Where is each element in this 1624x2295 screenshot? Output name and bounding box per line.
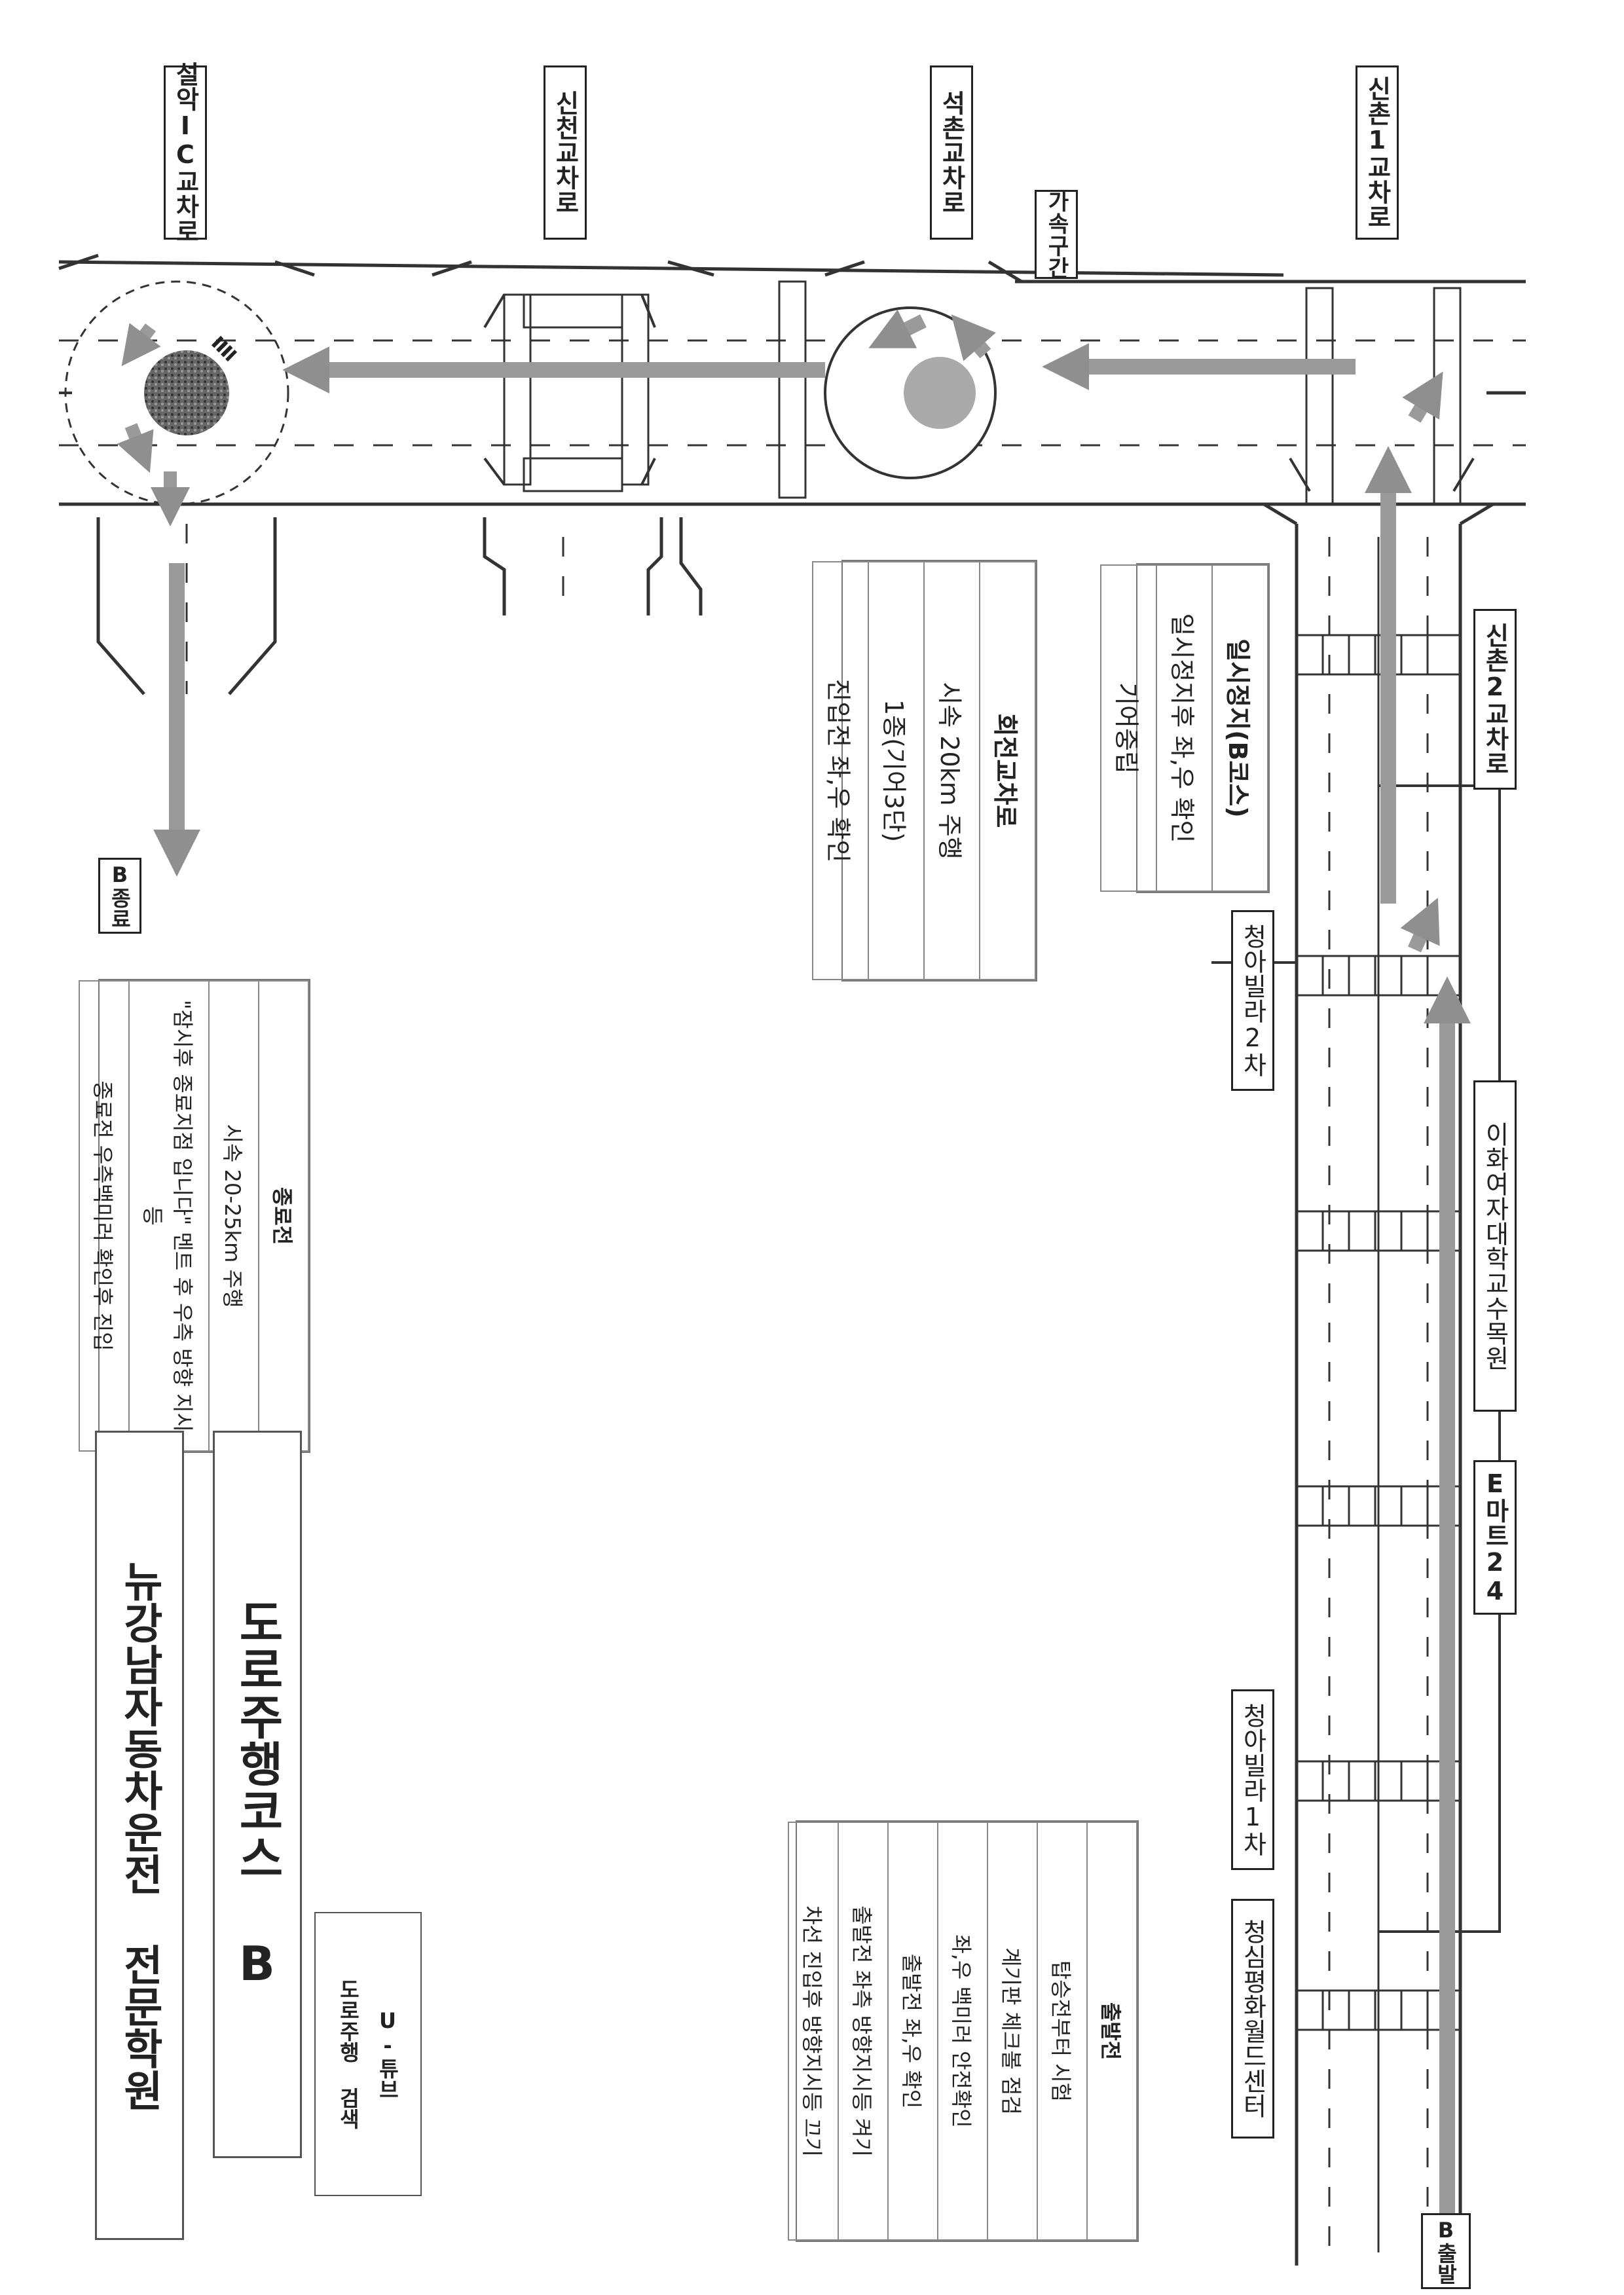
label-seokchon: 석촌교차로 [930, 65, 973, 240]
note-before-start-line2: 계기판 체크볼 점검 [987, 1822, 1037, 2240]
label-cheonga1: 청아빌라1차 [1231, 1689, 1274, 1870]
label-start: B출발 [1421, 2213, 1471, 2289]
label-seorak: 설악IC교차로 [164, 62, 207, 244]
label-ewha: 이화여자대학교수목원 [1473, 1080, 1517, 1412]
checker-arrow-icon [211, 335, 238, 362]
roundabout-seorak [64, 280, 289, 505]
note-stop-line1: 일시정지후 좌,우 확인 [1156, 565, 1212, 891]
label-sinchon1: 신촌1교차로 [1356, 65, 1399, 240]
note-rotary-line1: 시속 20km 주행 [924, 562, 980, 980]
note-rotary-line3: 진입전 좌,우 확인 [813, 562, 868, 980]
label-emart: E마트24 [1473, 1460, 1517, 1615]
note-before-start-line3: 좌,우 백미러 안전확인 [938, 1822, 987, 2240]
title-academy: 뉴강남자동차운전 전문학원 [115, 1560, 164, 2111]
label-cheonga2: 청아빌라2차 [1231, 910, 1274, 1091]
note-stop-line2: 기어중립 [1101, 565, 1156, 891]
note-rotary: 회전교차로 시속 20km 주행 1종(기어3단) 진입전 좌,우 확인 [813, 560, 1037, 982]
note-before-start: 출발전 탑승전부터 시험 계기판 체크볼 점검 좌,우 백미러 안전확인 출발전… [788, 1820, 1139, 2242]
label-sincheon: 신천교차로 [544, 65, 587, 240]
note-before-start-line5: 출발전 좌측 방향지시등 켜기 [838, 1822, 888, 2240]
note-before-end-line3: 종료전 우측백미러 확인후 진입 [79, 981, 129, 1451]
label-cheongsim: 청심평화월드센터 [1231, 1899, 1274, 2139]
horizontal-road [58, 253, 1526, 506]
label-accel: 가속구간 [1035, 190, 1078, 279]
youtube-line1: U-튜브 [375, 2008, 400, 2100]
crosswalks-vertical [1295, 634, 1462, 2031]
title-course-box: 도로주행코스 B [213, 1431, 302, 2158]
note-before-end-line1: 시속 20-25km 주행 [209, 981, 259, 1451]
title-academy-box: 뉴강남자동차운전 전문학원 [95, 1431, 184, 2240]
note-before-start-line6: 차선 진입후 방향지시등 끄기 [788, 1822, 838, 2240]
note-before-start-line1: 탑승전부터 시험 [1037, 1822, 1087, 2240]
note-before-end: 종료전 시속 20-25km 주행 "잠시후 종료지점 입니다" 멘트 후 우측… [79, 979, 310, 1453]
label-end: B종료 [98, 858, 141, 934]
note-before-end-line2: "잠시후 종료지점 입니다" 멘트 후 우측 방향 지시등 [129, 981, 209, 1451]
note-stop: 일시정지(B코스) 일시정지후 좌,우 확인 기어중립 [1101, 563, 1270, 893]
title-course: 도로주행코스 B [229, 1598, 285, 1991]
route-arrows [117, 309, 1471, 2239]
note-before-start-title: 출발전 [1087, 1822, 1137, 2240]
youtube-line2: 도로주행 검색 [336, 1979, 361, 2129]
note-stop-title: 일시정지(B코스) [1212, 565, 1268, 891]
lane-dashes [59, 339, 1526, 447]
label-sinchon2: 신촌2교차로 [1473, 609, 1517, 790]
note-before-start-line4: 출발전 좌,우 확인 [888, 1822, 938, 2240]
youtube-box: U-튜브 도로주행 검색 [314, 1912, 422, 2196]
note-before-end-title: 종료전 [259, 981, 308, 1451]
note-rotary-line2: 1종(기어3단) [868, 562, 924, 980]
vertical-road [1263, 502, 1494, 2266]
note-rotary-title: 회전교차로 [980, 562, 1035, 980]
